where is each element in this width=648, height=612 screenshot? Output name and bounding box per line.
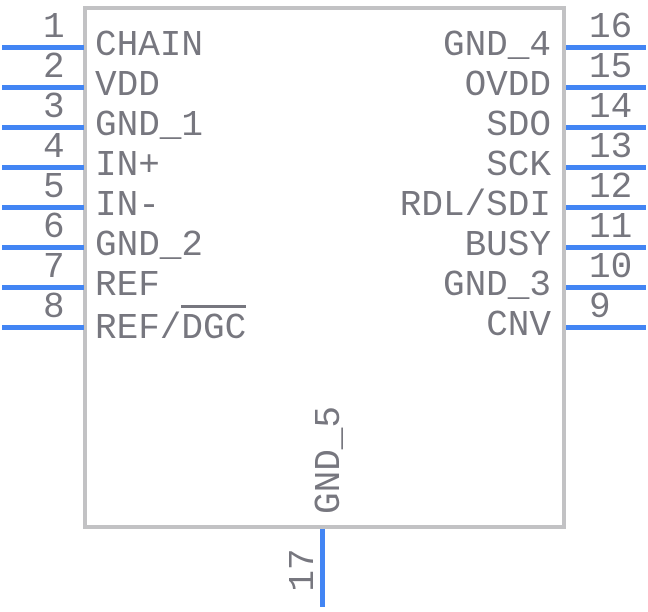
pin-3-line [2,125,84,130]
pin-1-line [2,45,84,50]
pin-6-number: 6 [43,207,65,248]
pin-6-line [2,245,84,250]
pin-5-name: IN- [95,185,160,226]
pin-9-name: CNV [486,305,551,346]
pin-10-name: GND_3 [442,265,551,306]
pin-12-line [566,205,646,210]
pin-14-line [566,125,646,130]
pin-4-line [2,165,84,170]
pin-7-line [2,285,84,290]
pin-14-name: SDO [486,105,551,146]
pin-15-number: 15 [589,47,633,88]
pin-9-number: 9 [589,287,611,328]
pin-16-line [566,45,646,50]
pin-17-number: 17 [283,548,324,592]
pin-5-line [2,205,84,210]
pin-2-name: VDD [95,65,160,106]
pin-11-line [566,245,646,250]
pin-8-name: REF/DGC [95,305,247,350]
pin-2-line [2,85,84,90]
pin-11-number: 11 [589,207,633,248]
pin-9-line [566,325,646,330]
pin-4-name: IN+ [95,145,160,186]
pin-17-name: GND_5 [309,405,350,515]
pin-1-number: 1 [43,7,65,48]
pin-6-name: GND_2 [95,225,204,266]
pin-12-name: RDL/SDI [399,185,551,226]
overline-text: DGC [181,305,247,350]
pin-7-number: 7 [43,247,65,288]
pin-10-number: 10 [589,247,633,288]
pin-15-line [566,85,646,90]
pin-2-number: 2 [43,47,65,88]
pin-8-number: 8 [43,287,65,328]
pin-3-number: 3 [43,87,65,128]
pin-15-name: OVDD [464,65,551,106]
pin-7-name: REF [95,265,160,306]
pin-16-number: 16 [589,7,633,48]
pin-1-name: CHAIN [95,25,204,66]
pin-16-name: GND_4 [442,25,551,66]
pin-11-name: BUSY [464,225,551,266]
pin-5-number: 5 [43,167,65,208]
pin-14-number: 14 [589,87,633,128]
pin-4-number: 4 [43,127,65,168]
pin-8-line [2,325,84,330]
pin-13-line [566,165,646,170]
pin-3-name: GND_1 [95,105,204,146]
pin-12-number: 12 [589,167,633,208]
pin-10-line [566,285,646,290]
pin-13-name: SCK [486,145,551,186]
component-body [83,6,566,529]
pin-13-number: 13 [589,127,633,168]
pin-17-line [320,529,325,607]
